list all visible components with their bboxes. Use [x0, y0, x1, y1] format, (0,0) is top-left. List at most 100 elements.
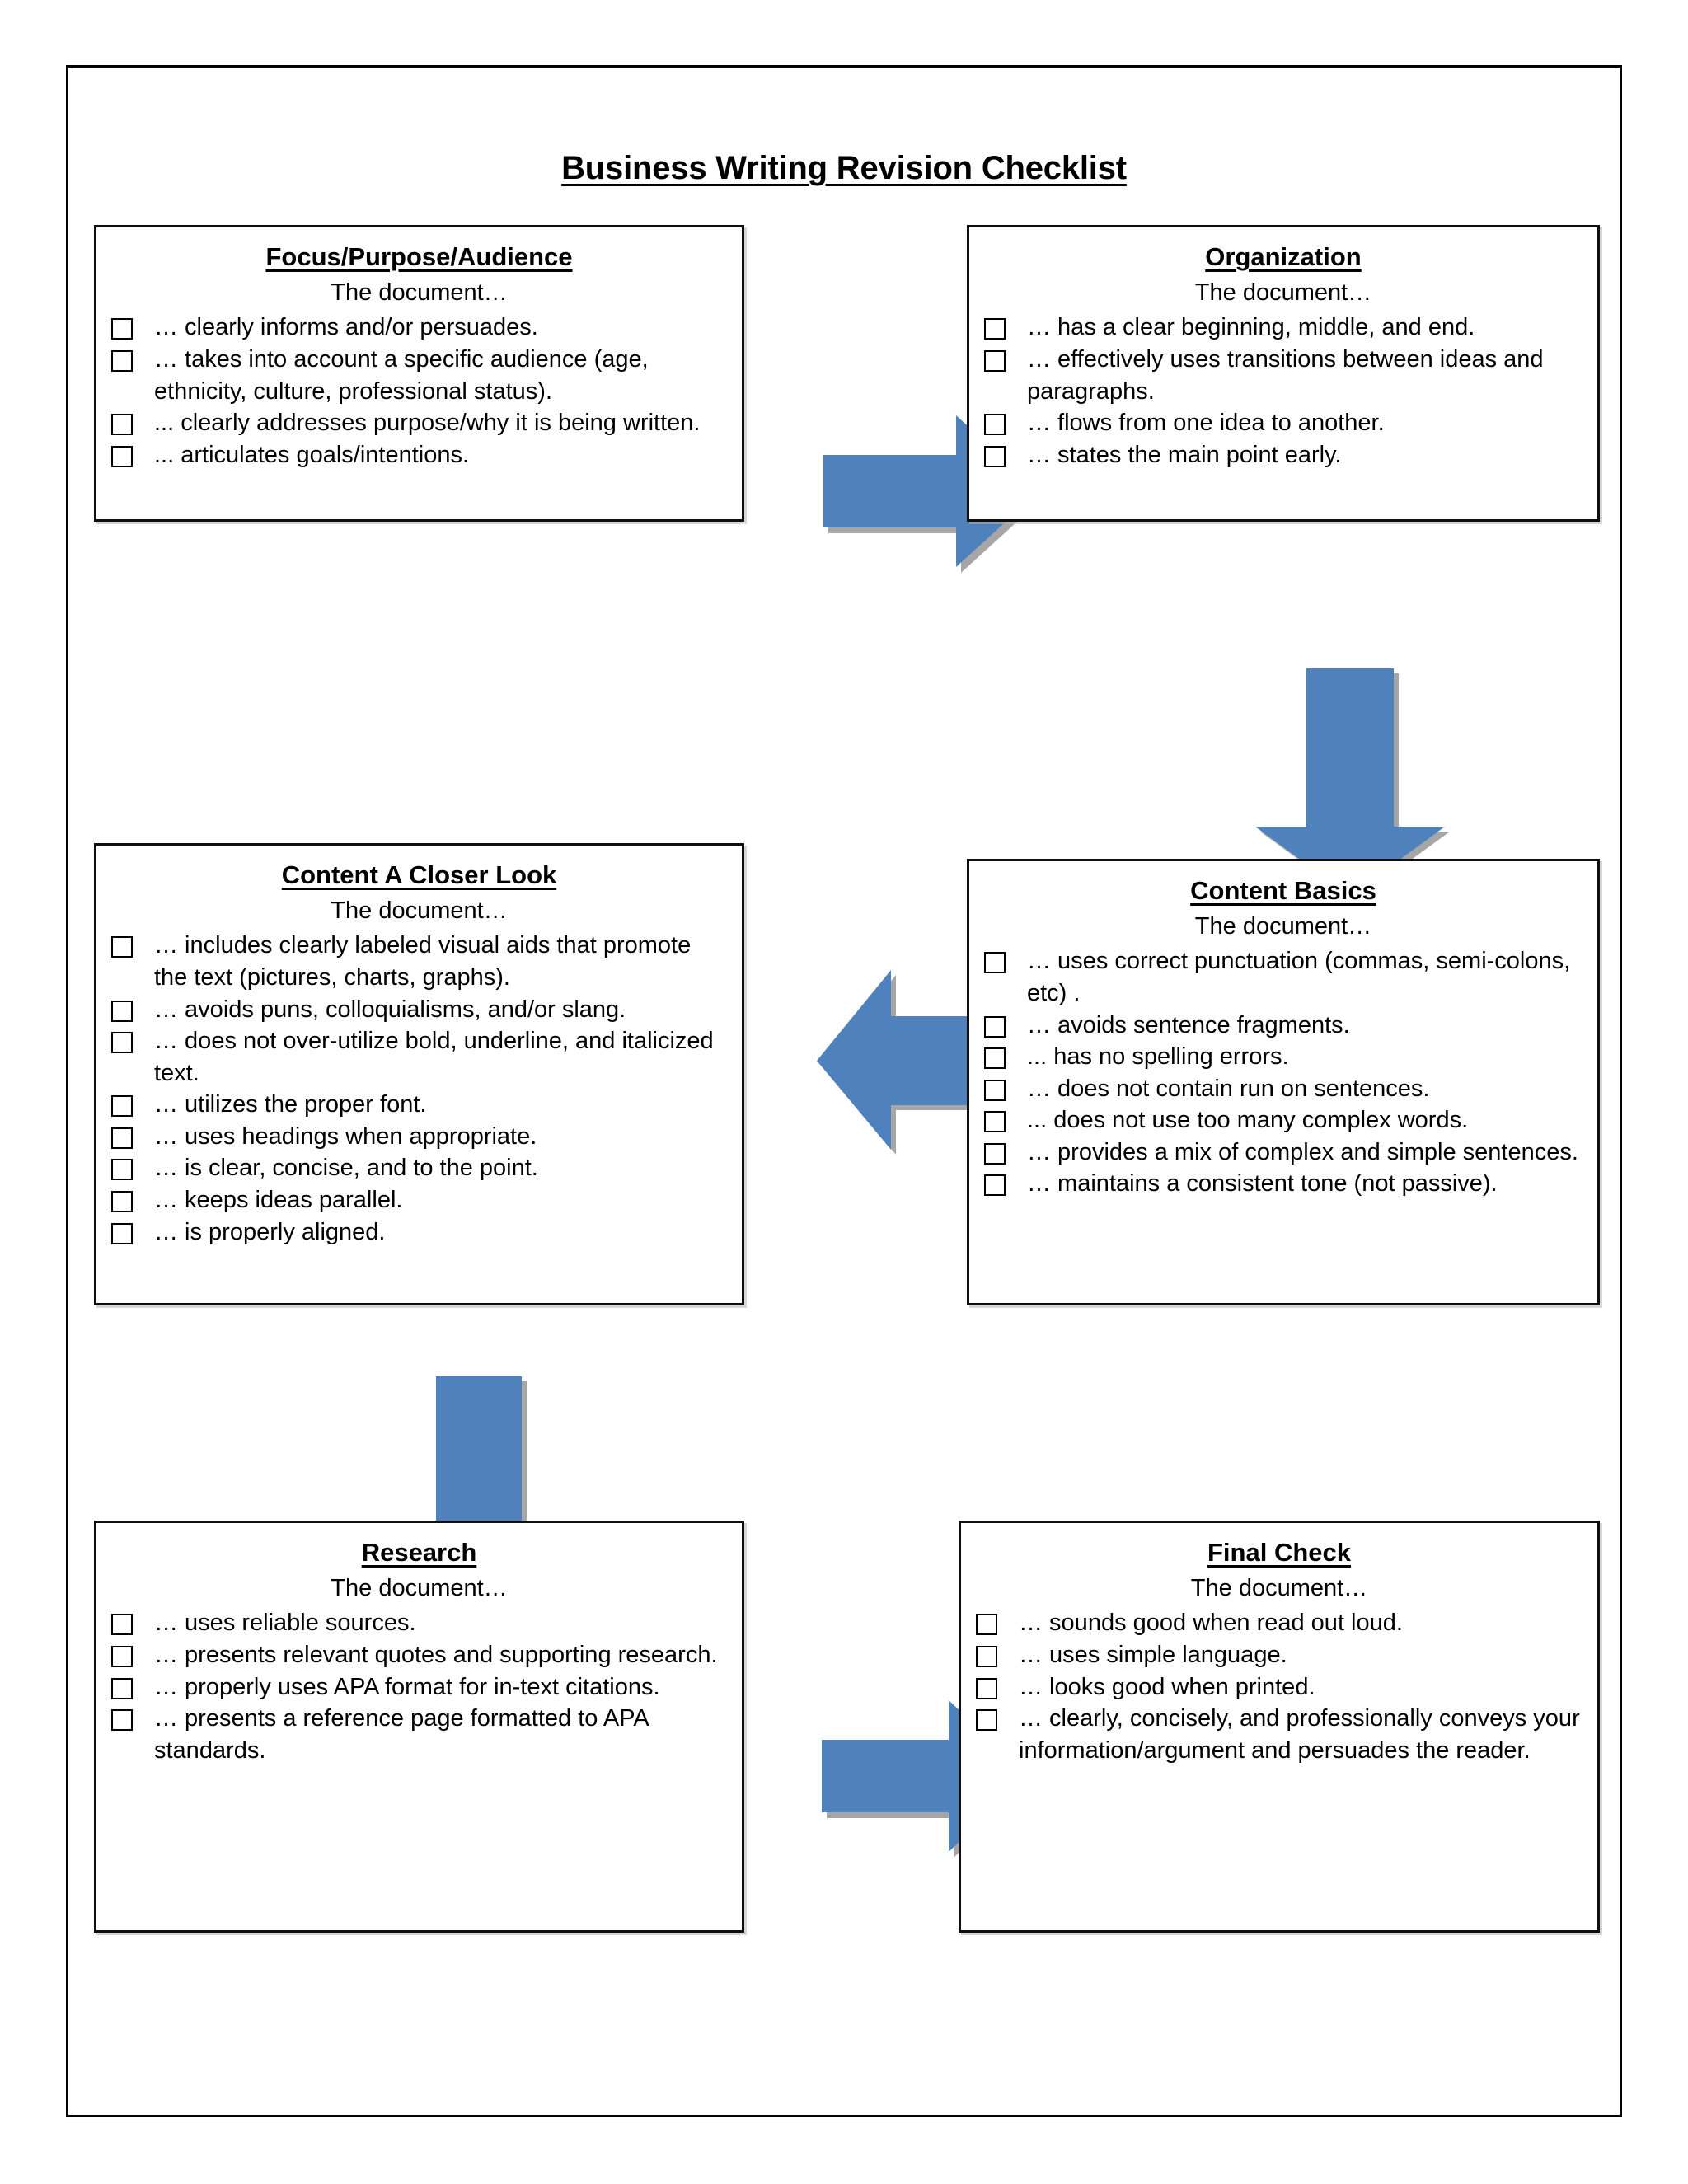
checklist-item[interactable]: … maintains a consistent tone (not passi… [969, 1168, 1597, 1200]
box-title-focus: Focus/Purpose/Audience [265, 242, 573, 271]
checklist-items-closer: … includes clearly labeled visual aids t… [96, 930, 742, 1248]
checkbox-icon[interactable] [111, 1614, 133, 1636]
checklist-item-label: ... clearly addresses purpose/why it is … [154, 410, 701, 437]
checklist-item[interactable]: … uses headings when appropriate. [96, 1121, 742, 1153]
checkbox-icon[interactable] [111, 1127, 133, 1149]
checkbox-icon[interactable] [111, 1709, 133, 1732]
checklist-item-label: … properly uses APA format for in-text c… [154, 1673, 660, 1700]
checklist-item[interactable]: … does not over-utilize bold, underline,… [96, 1025, 742, 1089]
checklist-item[interactable]: ... articulates goals/intentions. [96, 439, 742, 471]
checklist-item-label: … flows from one idea to another. [1027, 410, 1385, 437]
checklist-item[interactable]: … takes into account a specific audience… [96, 344, 742, 407]
box-subtitle-research: The document… [331, 1574, 508, 1601]
checklist-items-basics: … uses correct punctuation (commas, semi… [969, 945, 1597, 1200]
checklist-item-label: … clearly, concisely, and professionally… [1019, 1705, 1580, 1764]
checklist-item[interactable]: … includes clearly labeled visual aids t… [96, 930, 742, 993]
checklist-item[interactable]: … utilizes the proper font. [96, 1089, 742, 1121]
checklist-item[interactable]: … is properly aligned. [96, 1216, 742, 1249]
checkbox-icon[interactable] [976, 1614, 997, 1636]
checklist-item[interactable]: … has a clear beginning, middle, and end… [969, 312, 1597, 344]
checklist-item-label: … does not over-utilize bold, underline,… [154, 1028, 714, 1086]
checkbox-icon[interactable] [111, 1646, 133, 1667]
checklist-item-label: … avoids puns, colloquialisms, and/or sl… [154, 996, 626, 1023]
checklist-item[interactable]: … uses correct punctuation (commas, semi… [969, 945, 1597, 1009]
checklist-item-label: … effectively uses transitions between i… [1027, 346, 1544, 405]
checklist-item[interactable]: … properly uses APA format for in-text c… [96, 1671, 742, 1704]
checkbox-icon[interactable] [111, 1677, 133, 1699]
checkbox-icon[interactable] [111, 1190, 133, 1212]
checklist-item-label: … is clear, concise, and to the point. [154, 1155, 538, 1182]
checklist-item-label: … maintains a consistent tone (not passi… [1027, 1170, 1498, 1197]
checkbox-icon[interactable] [984, 445, 1006, 467]
checkbox-icon[interactable] [984, 1111, 1006, 1133]
checkbox-icon[interactable] [984, 952, 1006, 974]
box-title-organization: Organization [1205, 242, 1362, 271]
checklist-item[interactable]: … does not contain run on sentences. [969, 1073, 1597, 1105]
box-title-final: Final Check [1207, 1538, 1351, 1567]
checklist-item[interactable]: … states the main point early. [969, 439, 1597, 471]
box-subtitle-final: The document… [1190, 1574, 1368, 1601]
checkbox-icon[interactable] [111, 414, 133, 436]
checkbox-icon[interactable] [111, 1222, 133, 1244]
checklist-item[interactable]: … is clear, concise, and to the point. [96, 1152, 742, 1184]
checkbox-icon[interactable] [976, 1646, 997, 1667]
checkbox-icon[interactable] [984, 1142, 1006, 1165]
checklist-item[interactable]: … avoids puns, colloquialisms, and/or sl… [96, 994, 742, 1026]
checklist-item[interactable]: … keeps ideas parallel. [96, 1184, 742, 1216]
checklist-item-label: ... has no spelling errors. [1027, 1043, 1289, 1071]
checklist-item[interactable]: … sounds good when read out loud. [961, 1607, 1597, 1639]
checkbox-icon[interactable] [111, 1159, 133, 1181]
checkbox-icon[interactable] [984, 1079, 1006, 1101]
checklist-items-focus: … clearly informs and/or persuades. … ta… [96, 312, 742, 471]
checkbox-icon[interactable] [984, 1174, 1006, 1197]
checklist-item-label: … presents a reference page formatted to… [154, 1705, 649, 1764]
box-subtitle-basics: The document… [1194, 912, 1372, 940]
checkbox-icon[interactable] [111, 350, 133, 372]
checklist-item[interactable]: … uses simple language. [961, 1639, 1597, 1671]
checkbox-icon[interactable] [976, 1709, 997, 1732]
checklist-box-content-a-closer-look: Content A Closer Look The document… … in… [94, 843, 744, 1305]
checkbox-icon[interactable] [984, 1047, 1006, 1070]
checklist-item-label: ... articulates goals/intentions. [154, 441, 470, 468]
checklist-items-final: … sounds good when read out loud. … uses… [961, 1607, 1597, 1766]
checkbox-icon[interactable] [111, 445, 133, 467]
box-title-basics: Content Basics [1190, 876, 1376, 905]
checkbox-icon[interactable] [111, 1000, 133, 1022]
checklist-items-organization: … has a clear beginning, middle, and end… [969, 312, 1597, 471]
checklist-item-label: … uses headings when appropriate. [154, 1122, 537, 1150]
checklist-items-research: … uses reliable sources. … presents rele… [96, 1607, 742, 1766]
checkbox-icon[interactable] [111, 1095, 133, 1118]
checklist-item[interactable]: … clearly informs and/or persuades. [96, 312, 742, 344]
box-title-research: Research [361, 1538, 477, 1567]
checkbox-icon[interactable] [111, 936, 133, 958]
checkbox-icon[interactable] [111, 318, 133, 340]
checklist-item[interactable]: … effectively uses transitions between i… [969, 344, 1597, 407]
checklist-item-label: … uses correct punctuation (commas, semi… [1027, 948, 1571, 1006]
checklist-item[interactable]: ... does not use too many complex words. [969, 1104, 1597, 1137]
checkbox-icon[interactable] [984, 350, 1006, 372]
checklist-item-label: … includes clearly labeled visual aids t… [154, 932, 692, 991]
checklist-item[interactable]: … provides a mix of complex and simple s… [969, 1137, 1597, 1169]
checklist-item-label: … uses reliable sources. [154, 1610, 416, 1637]
checklist-item[interactable]: … looks good when printed. [961, 1671, 1597, 1704]
checklist-item[interactable]: … uses reliable sources. [96, 1607, 742, 1639]
checklist-box-final-check: Final Check The document… … sounds good … [959, 1521, 1600, 1933]
checklist-item-label: … looks good when printed. [1019, 1673, 1315, 1700]
checkbox-icon[interactable] [984, 1015, 1006, 1038]
checkbox-icon[interactable] [984, 414, 1006, 436]
checklist-item[interactable]: … flows from one idea to another. [969, 407, 1597, 439]
checklist-item-label: ... does not use too many complex words. [1027, 1107, 1469, 1134]
checklist-item[interactable]: ... clearly addresses purpose/why it is … [96, 407, 742, 439]
checkbox-icon[interactable] [984, 318, 1006, 340]
checklist-item[interactable]: … avoids sentence fragments. [969, 1010, 1597, 1042]
checklist-item-label: … does not contain run on sentences. [1027, 1075, 1430, 1102]
checklist-item-label: … sounds good when read out loud. [1019, 1610, 1403, 1637]
checklist-item[interactable]: ... has no spelling errors. [969, 1041, 1597, 1073]
checklist-item[interactable]: … clearly, concisely, and professionally… [961, 1703, 1597, 1766]
checklist-item-label: … avoids sentence fragments. [1027, 1011, 1350, 1038]
checkbox-icon[interactable] [976, 1677, 997, 1699]
checkbox-icon[interactable] [111, 1032, 133, 1054]
checklist-item[interactable]: … presents relevant quotes and supportin… [96, 1639, 742, 1671]
checklist-item[interactable]: … presents a reference page formatted to… [96, 1703, 742, 1766]
checklist-item-label: … has a clear beginning, middle, and end… [1027, 314, 1475, 341]
